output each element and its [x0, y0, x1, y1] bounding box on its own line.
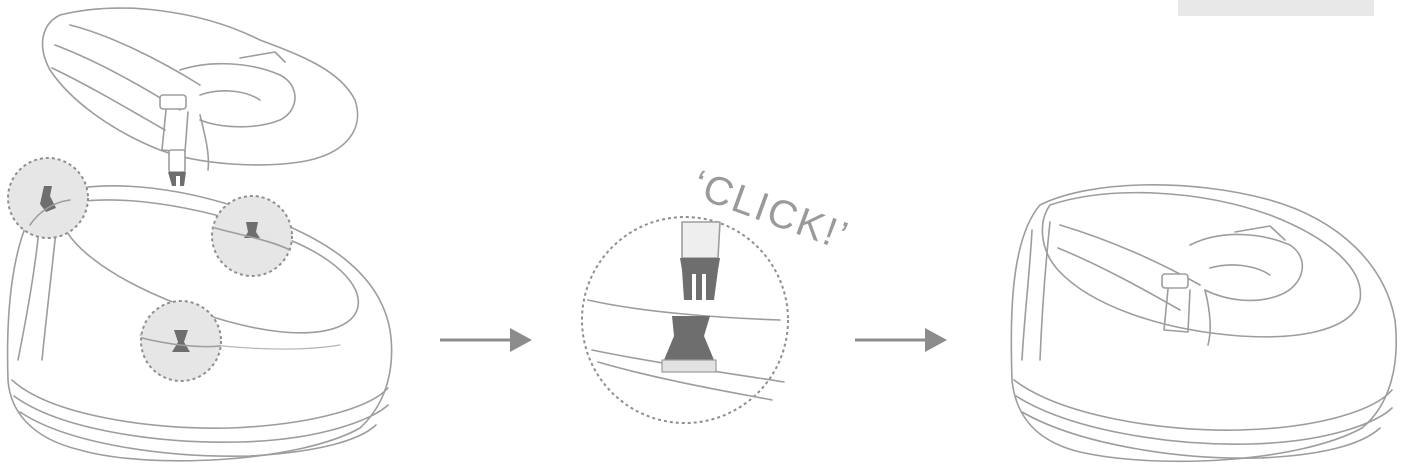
step-3-illustration — [1011, 185, 1396, 462]
seat-cushion — [43, 8, 358, 170]
step-1-illustration — [8, 8, 392, 461]
step-2-illustration: ‘CLICK!’ — [582, 162, 855, 423]
arrow-step-1-to-2 — [440, 328, 532, 352]
arrow-step-2-to-3 — [855, 328, 947, 352]
step-1-buckle-clip — [168, 150, 186, 186]
buckle-male-clip — [680, 258, 720, 300]
